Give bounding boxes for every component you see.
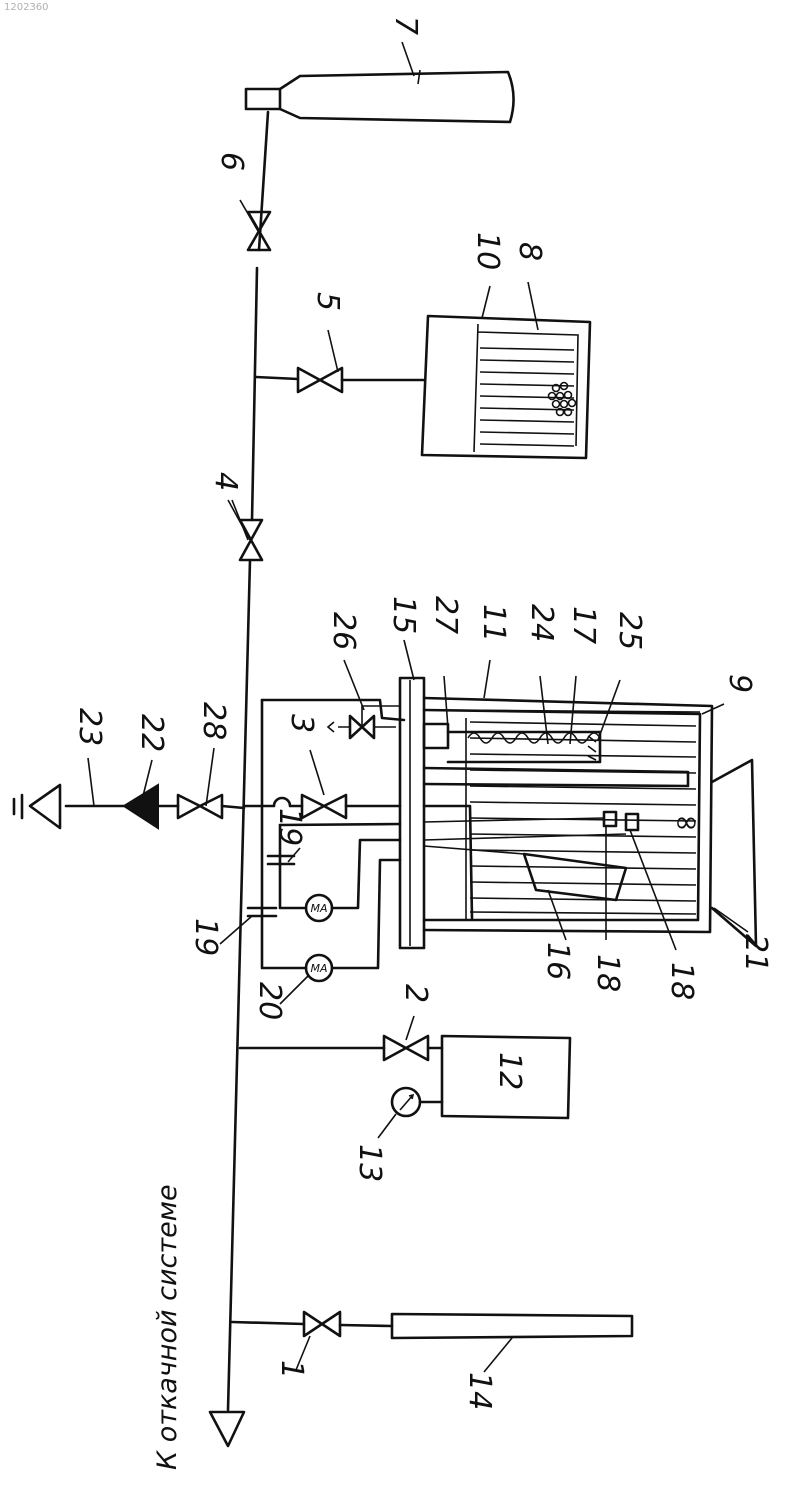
stirrer-symbol: ∞ bbox=[674, 805, 699, 840]
label-25: 25 bbox=[612, 612, 647, 650]
vessel-granules bbox=[549, 383, 576, 416]
branch-line-1 bbox=[232, 1322, 392, 1326]
caption-to-pumping-system: К откачной системе bbox=[152, 1184, 183, 1470]
label-13: 13 bbox=[352, 1144, 387, 1182]
circuit-wire-upper bbox=[262, 700, 404, 720]
label-21: 21 bbox=[738, 934, 773, 972]
label-14: 14 bbox=[462, 1372, 497, 1410]
valve-4[interactable] bbox=[228, 500, 262, 560]
tube-14 bbox=[392, 1314, 632, 1338]
liquid-vessel-10 bbox=[422, 316, 590, 458]
stirrer-base-21 bbox=[712, 760, 756, 946]
gas-cylinder-7 bbox=[246, 70, 514, 122]
label-18-upper: 18 bbox=[590, 954, 625, 992]
valve-28[interactable] bbox=[178, 795, 222, 818]
label-26: 26 bbox=[326, 612, 361, 650]
label-1: 1 bbox=[274, 1360, 309, 1379]
sample-plate-16 bbox=[424, 846, 626, 900]
label-9: 9 bbox=[722, 674, 757, 693]
label-17: 17 bbox=[566, 606, 601, 644]
label-4: 4 bbox=[208, 472, 243, 491]
meter-label-upper: MA bbox=[310, 902, 327, 915]
label-2: 2 bbox=[398, 984, 433, 1003]
branch-line-5 bbox=[256, 377, 425, 380]
label-3: 3 bbox=[284, 714, 319, 733]
chamber-lid-15 bbox=[400, 678, 424, 948]
label-15: 15 bbox=[386, 596, 421, 634]
label-12: 12 bbox=[492, 1052, 527, 1090]
label-10: 10 bbox=[470, 232, 505, 270]
immersion-u-tube bbox=[424, 768, 688, 786]
label-7: 7 bbox=[388, 16, 423, 35]
valve-3[interactable] bbox=[302, 795, 346, 818]
leader-lines bbox=[88, 42, 748, 1372]
label-27: 27 bbox=[428, 596, 463, 634]
valve-26[interactable] bbox=[328, 706, 400, 738]
label-5: 5 bbox=[310, 292, 345, 311]
label-24: 24 bbox=[524, 604, 559, 642]
label-18-lower: 18 bbox=[664, 962, 699, 1000]
valve-6[interactable] bbox=[240, 200, 270, 250]
label-8: 8 bbox=[512, 242, 547, 261]
label-20: 20 bbox=[252, 982, 287, 1020]
label-16: 16 bbox=[540, 942, 575, 980]
label-11: 11 bbox=[476, 604, 511, 642]
valve-5[interactable] bbox=[298, 368, 342, 392]
label-6: 6 bbox=[214, 152, 249, 171]
milliammeter-upper: MA bbox=[306, 895, 332, 921]
label-19-inner: 19 bbox=[272, 808, 307, 846]
outlet-arrow bbox=[210, 1412, 244, 1446]
heater-assembly-24 bbox=[424, 724, 600, 762]
label-22: 22 bbox=[134, 714, 169, 752]
pressure-gauge-13 bbox=[392, 1088, 442, 1116]
meter-label-lower: MA bbox=[310, 962, 327, 975]
vacuum-source-23 bbox=[14, 785, 60, 828]
label-23: 23 bbox=[72, 708, 107, 746]
milliammeter-20: MA bbox=[306, 955, 332, 981]
label-19-outer: 19 bbox=[188, 918, 223, 956]
valve-1[interactable] bbox=[304, 1312, 340, 1336]
gas-inlet-tube bbox=[424, 806, 472, 918]
document-number: 1202360 bbox=[4, 2, 49, 13]
label-28: 28 bbox=[196, 702, 231, 740]
